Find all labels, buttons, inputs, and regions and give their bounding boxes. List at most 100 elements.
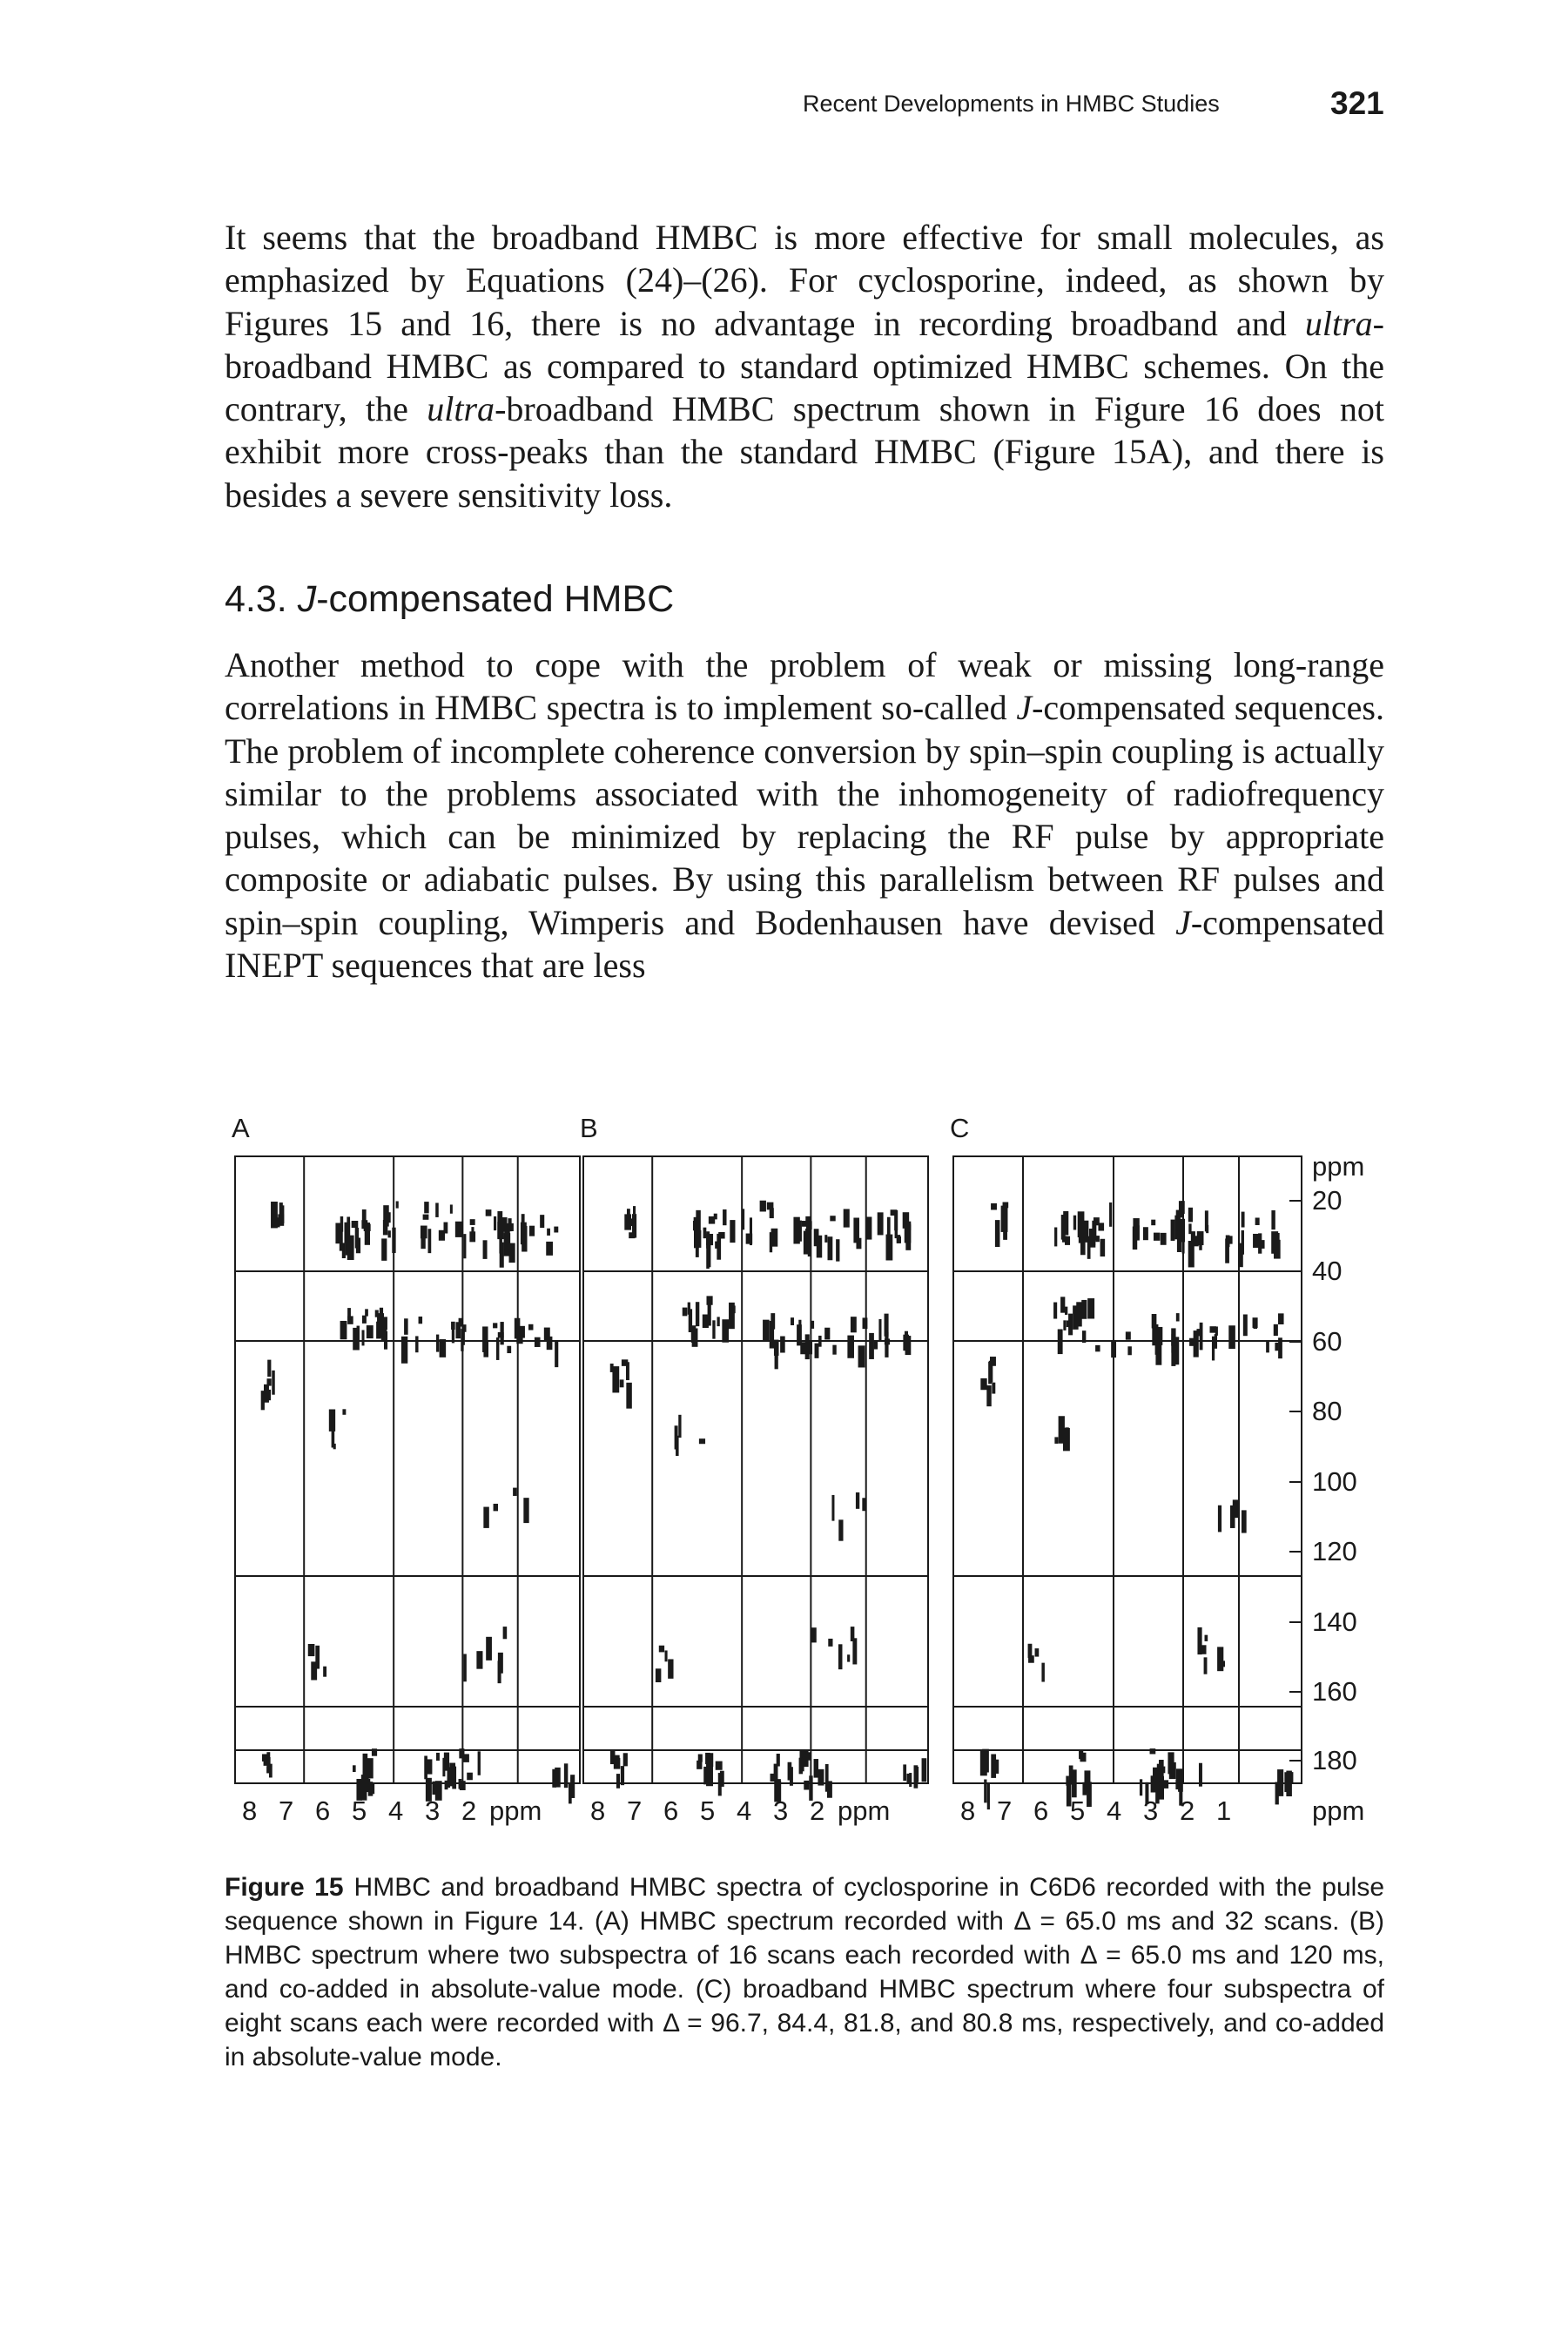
- cross-peak: [1170, 1219, 1175, 1241]
- cross-peak: [315, 1645, 320, 1669]
- cross-peak: [769, 1320, 775, 1349]
- cross-peak: [387, 1230, 391, 1238]
- cross-peak: [723, 1209, 727, 1226]
- cross-peak: [780, 1336, 785, 1353]
- cross-peak: [1125, 1331, 1131, 1340]
- cross-peak: [884, 1338, 891, 1345]
- cross-peak: [687, 1302, 690, 1315]
- cross-peak: [805, 1752, 811, 1761]
- cross-peak: [279, 1205, 285, 1223]
- cross-peak: [682, 1307, 688, 1317]
- cross-peak: [826, 1781, 832, 1798]
- cross-peak: [364, 1778, 371, 1793]
- cross-peak: [362, 1753, 368, 1780]
- x-tick-label: 3: [425, 1795, 440, 1826]
- cross-peak: [432, 1781, 437, 1795]
- cross-peak: [884, 1313, 889, 1337]
- cross-peak: [1087, 1236, 1091, 1259]
- cross-peak: [816, 1235, 823, 1258]
- cross-peak: [340, 1216, 344, 1232]
- cross-peak: [461, 1324, 467, 1332]
- cross-peak: [921, 1758, 927, 1782]
- cross-peak: [850, 1627, 855, 1641]
- cross-peak: [802, 1749, 809, 1768]
- cross-peak: [609, 1750, 616, 1765]
- cross-peak: [609, 1364, 614, 1372]
- paragraph-2: Another method to cope with the problem …: [225, 643, 1384, 987]
- cross-peak: [769, 1232, 773, 1253]
- cross-peak: [513, 1487, 517, 1496]
- x-tick-label: 3: [773, 1795, 788, 1826]
- cross-peak: [462, 1754, 469, 1762]
- cross-peak: [1150, 1775, 1156, 1793]
- cross-peak: [1253, 1323, 1258, 1329]
- cross-peak: [546, 1336, 553, 1351]
- cross-peak: [1111, 1341, 1117, 1358]
- cross-peak: [688, 1309, 693, 1332]
- cross-peak: [902, 1212, 910, 1229]
- cross-peak: [986, 1782, 990, 1810]
- cross-peak: [435, 1202, 439, 1217]
- cross-peak: [731, 1305, 736, 1314]
- cross-peak: [838, 1519, 844, 1541]
- x-tick-label: 8: [242, 1795, 257, 1826]
- cross-peak: [787, 1762, 792, 1781]
- cross-peak: [626, 1382, 632, 1409]
- cross-peak: [449, 1762, 456, 1787]
- para1-italic-b: ultra: [427, 389, 495, 429]
- cross-peak: [749, 1217, 752, 1246]
- cross-peak: [903, 1764, 907, 1782]
- cross-peak: [832, 1344, 837, 1355]
- y-tick-label: 180: [1312, 1745, 1357, 1775]
- cross-peak: [451, 1321, 455, 1330]
- cross-peak: [1057, 1329, 1063, 1355]
- para1-text-b: -broadband HMBC as compared to standard …: [225, 303, 1384, 429]
- cross-peak: [1072, 1769, 1077, 1798]
- cross-peak: [632, 1214, 637, 1238]
- cross-peak: [894, 1224, 898, 1239]
- y-axis-unit: ppm: [1312, 1151, 1364, 1182]
- cross-peak: [364, 1223, 371, 1245]
- cross-peak: [266, 1752, 271, 1774]
- cross-peak: [990, 1357, 996, 1366]
- cross-peak: [715, 1241, 721, 1249]
- cross-peak: [1175, 1779, 1181, 1790]
- x-tick-label: 2: [1180, 1795, 1195, 1826]
- cross-peak: [387, 1212, 391, 1223]
- cross-peak: [347, 1235, 354, 1260]
- cross-peak: [371, 1782, 375, 1795]
- cross-peak: [1271, 1210, 1275, 1230]
- cross-peak: [715, 1761, 723, 1770]
- cross-peak: [1109, 1202, 1113, 1227]
- cross-peak: [1260, 1240, 1265, 1249]
- cross-peak: [622, 1753, 628, 1767]
- cross-peak: [827, 1236, 833, 1261]
- cross-peak: [847, 1654, 851, 1662]
- cross-peak: [356, 1778, 362, 1801]
- cross-peak: [676, 1435, 679, 1457]
- cross-peak: [356, 1325, 360, 1342]
- cross-peak: [443, 1222, 448, 1234]
- cross-peak: [420, 1225, 427, 1239]
- caption-text: HMBC and broadband HMBC spectra of cyclo…: [225, 1873, 1385, 2071]
- cross-peak: [438, 1229, 445, 1241]
- cross-peak: [707, 1300, 711, 1326]
- cross-peak: [502, 1627, 508, 1640]
- cross-peak: [722, 1319, 730, 1343]
- para2-italic-b: J: [1175, 902, 1191, 942]
- cross-peak: [1266, 1340, 1269, 1353]
- cross-peak: [855, 1492, 860, 1509]
- cross-peak: [813, 1229, 819, 1247]
- cross-peak: [1168, 1762, 1176, 1780]
- cross-peak: [328, 1409, 336, 1431]
- cross-peak: [1273, 1324, 1278, 1337]
- cross-peak: [1196, 1231, 1204, 1246]
- cross-peak: [493, 1503, 499, 1512]
- cross-peak: [1082, 1330, 1087, 1344]
- cross-peak: [543, 1327, 550, 1342]
- cross-peak: [451, 1324, 455, 1344]
- cross-peak: [1274, 1239, 1281, 1259]
- cross-peak: [1062, 1236, 1067, 1243]
- cross-peak: [885, 1331, 889, 1357]
